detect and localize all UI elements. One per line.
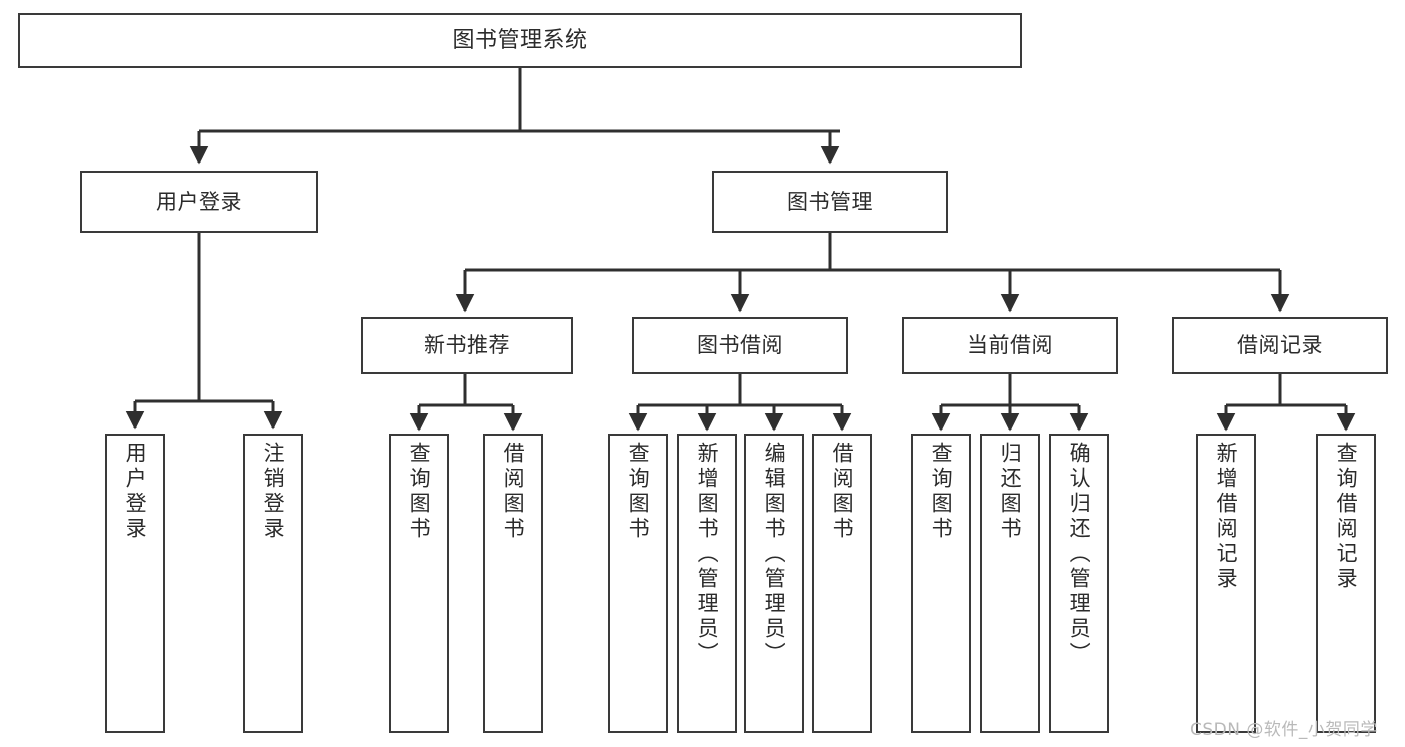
leaf-confirm-return-label: 确认归还（管理员）: [1067, 442, 1092, 667]
node-root-label: 图书管理系统: [452, 27, 588, 53]
leaf-borrow-book-1-label: 借阅图书: [501, 442, 526, 542]
leaf-query-book-2[interactable]: 查询图书: [608, 434, 668, 733]
leaf-return-book[interactable]: 归还图书: [980, 434, 1040, 733]
leaf-query-record[interactable]: 查询借阅记录: [1316, 434, 1376, 733]
leaf-query-book-2-label: 查询图书: [626, 442, 651, 542]
node-user-login-label: 用户登录: [156, 189, 242, 214]
node-new-book-recommend-label: 新书推荐: [424, 333, 510, 358]
leaf-borrow-book-1[interactable]: 借阅图书: [483, 434, 543, 733]
node-current-borrow-label: 当前借阅: [967, 333, 1053, 358]
node-book-borrow-label: 图书借阅: [697, 333, 783, 358]
leaf-edit-book-label: 编辑图书（管理员）: [762, 442, 787, 667]
leaf-add-record-label: 新增借阅记录: [1214, 442, 1239, 592]
node-book-borrow[interactable]: 图书借阅: [632, 317, 848, 374]
leaf-add-book-label: 新增图书（管理员）: [695, 442, 720, 667]
node-root[interactable]: 图书管理系统: [18, 13, 1022, 68]
leaf-query-book-1-label: 查询图书: [407, 442, 432, 542]
leaf-user-logout[interactable]: 注销登录: [243, 434, 303, 733]
leaf-edit-book[interactable]: 编辑图书（管理员）: [744, 434, 804, 733]
leaf-user-login-label: 用户登录: [123, 442, 148, 542]
node-new-book-recommend[interactable]: 新书推荐: [361, 317, 573, 374]
node-user-login[interactable]: 用户登录: [80, 171, 318, 233]
node-borrow-record[interactable]: 借阅记录: [1172, 317, 1388, 374]
leaf-add-record[interactable]: 新增借阅记录: [1196, 434, 1256, 733]
leaf-add-book[interactable]: 新增图书（管理员）: [677, 434, 737, 733]
leaf-user-login[interactable]: 用户登录: [105, 434, 165, 733]
leaf-borrow-book-2-label: 借阅图书: [830, 442, 855, 542]
node-borrow-record-label: 借阅记录: [1237, 333, 1323, 358]
leaf-confirm-return[interactable]: 确认归还（管理员）: [1049, 434, 1109, 733]
leaf-query-record-label: 查询借阅记录: [1334, 442, 1359, 592]
leaf-query-book-3[interactable]: 查询图书: [911, 434, 971, 733]
node-current-borrow[interactable]: 当前借阅: [902, 317, 1118, 374]
node-book-management-label: 图书管理: [787, 189, 873, 214]
node-book-management[interactable]: 图书管理: [712, 171, 948, 233]
leaf-query-book-3-label: 查询图书: [929, 442, 954, 542]
leaf-borrow-book-2[interactable]: 借阅图书: [812, 434, 872, 733]
leaf-return-book-label: 归还图书: [998, 442, 1023, 542]
csdn-watermark: CSDN @软件_小贺同学: [1190, 720, 1378, 740]
leaf-query-book-1[interactable]: 查询图书: [389, 434, 449, 733]
leaf-user-logout-label: 注销登录: [261, 442, 286, 542]
